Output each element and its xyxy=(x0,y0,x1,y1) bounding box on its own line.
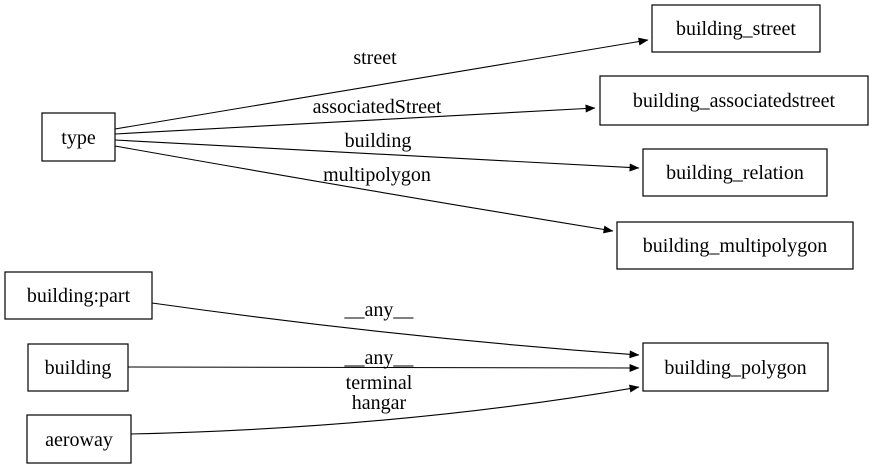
edge-label-building: building xyxy=(345,130,412,152)
node-building_relation-label: building_relation xyxy=(666,162,804,184)
node-building_associatedstreet-label: building_associatedstreet xyxy=(633,90,836,112)
node-building_relation-box xyxy=(642,148,828,197)
node-building_multipolygon: building_multipolygon xyxy=(616,221,854,270)
node-aeroway-label: aeroway xyxy=(45,429,113,451)
node-building_street: building_street xyxy=(651,4,821,53)
node-building_associatedstreet: building_associatedstreet xyxy=(599,75,869,126)
node-building_associatedstreet-box xyxy=(599,75,869,126)
edge-type-building_relation xyxy=(114,139,640,172)
edge-label-street: street xyxy=(353,47,397,69)
node-building_relation: building_relation xyxy=(642,148,828,197)
edge-type-building_street xyxy=(114,37,649,130)
node-building_polygon: building_polygon xyxy=(642,342,829,392)
node-building_street-box xyxy=(651,4,821,53)
node-building_polygon-box xyxy=(642,342,829,392)
node-building_part-box xyxy=(4,271,153,320)
node-building_part-label: building:part xyxy=(27,285,131,307)
edge-label-hangar: hangar xyxy=(352,392,407,414)
node-building_part: building:part xyxy=(4,271,153,320)
edge-labels: street associatedStreet building multipo… xyxy=(313,47,442,414)
node-building: building xyxy=(27,343,129,392)
node-building-box xyxy=(27,343,129,392)
edge-building-building_polygon xyxy=(127,364,640,372)
node-building_multipolygon-box xyxy=(616,221,854,270)
edge-label-multipolygon: multipolygon xyxy=(323,164,431,186)
edge-building_part-building_polygon xyxy=(151,302,640,359)
edge-type-building_associatedstreet xyxy=(114,104,596,135)
node-building-label: building xyxy=(45,357,112,379)
edge-label-any-1: __any__ xyxy=(344,299,415,321)
node-aeroway-box xyxy=(26,414,132,464)
node-type-label: type xyxy=(61,127,96,149)
edge-label-terminal: terminal xyxy=(346,372,413,394)
node-building_polygon-label: building_polygon xyxy=(664,357,806,379)
node-type-box xyxy=(41,112,116,162)
edge-aeroway-building_polygon xyxy=(130,384,640,435)
edges xyxy=(114,37,649,435)
node-type: type xyxy=(41,112,116,162)
edge-type-building_multipolygon xyxy=(114,145,614,234)
node-building_street-label: building_street xyxy=(676,18,796,40)
node-aeroway: aeroway xyxy=(26,414,132,464)
edge-label-associatedstreet: associatedStreet xyxy=(313,96,442,118)
edge-label-any-2: __any__ xyxy=(344,347,415,369)
node-building_multipolygon-label: building_multipolygon xyxy=(643,235,827,257)
